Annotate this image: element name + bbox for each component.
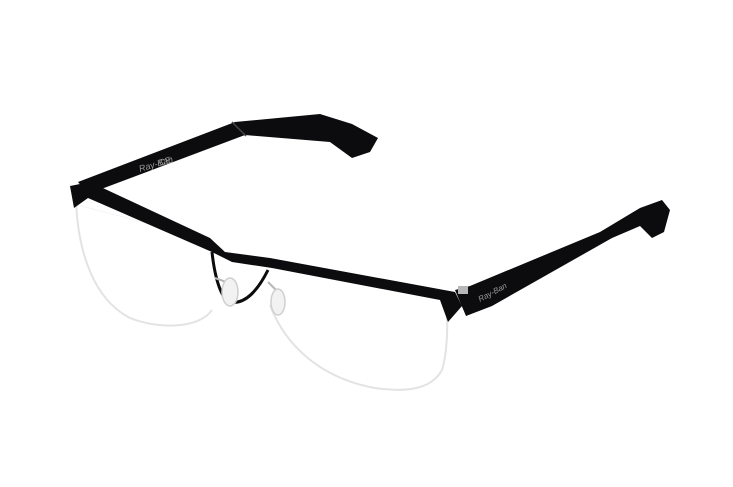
hinge: [458, 286, 468, 294]
left-temple-arm: Ray-Ban CE: [78, 114, 378, 194]
left-temple-ce-mark: CE: [158, 155, 173, 168]
right-lens: [269, 299, 449, 391]
right-temple-arm: Ray-Ban: [455, 200, 670, 316]
nose-pads: [214, 277, 286, 316]
